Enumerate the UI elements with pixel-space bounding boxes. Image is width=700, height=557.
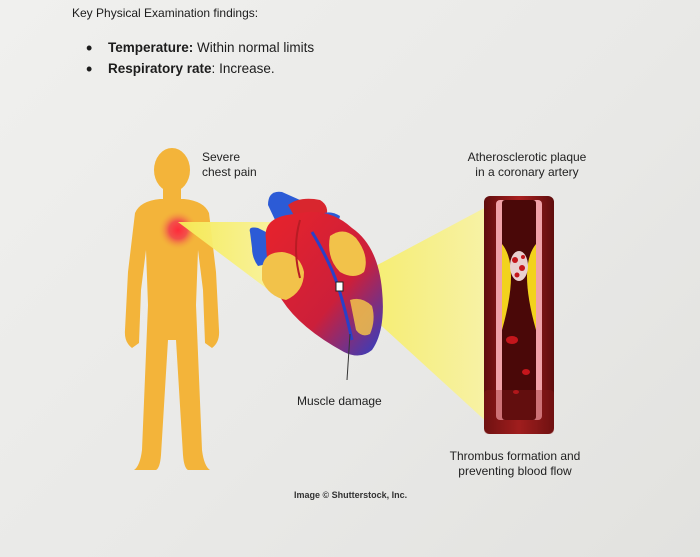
finding-separator: : [211, 61, 216, 76]
heart-illustration [249, 191, 383, 381]
human-silhouette [124, 148, 220, 470]
page-title: Key Physical Examination findings: [72, 6, 259, 20]
finding-label: Temperature: [108, 40, 194, 55]
finding-temperature: Temperature: Within normal limits [86, 38, 315, 59]
finding-value: Within normal limits [197, 40, 315, 55]
pain-spot [158, 210, 198, 250]
finding-respiratory-rate: Respiratory rate: Increase. [86, 59, 314, 80]
image-credit: Image © Shutterstock, Inc. [294, 490, 408, 500]
label-chest-pain: Severe chest pain [202, 150, 257, 179]
label-thrombus: Thrombus formation and preventing blood … [449, 449, 581, 478]
artery-illustration [484, 196, 554, 434]
finding-label: Respiratory rate [108, 61, 212, 76]
label-plaque: Atherosclerotic plaque in a coronary art… [467, 150, 587, 179]
beam-heart-to-artery [338, 205, 490, 425]
finding-value: Increase. [219, 61, 275, 76]
findings-list: Temperature: Within normal limits Respir… [86, 38, 315, 82]
label-muscle-damage: Muscle damage [297, 394, 382, 408]
